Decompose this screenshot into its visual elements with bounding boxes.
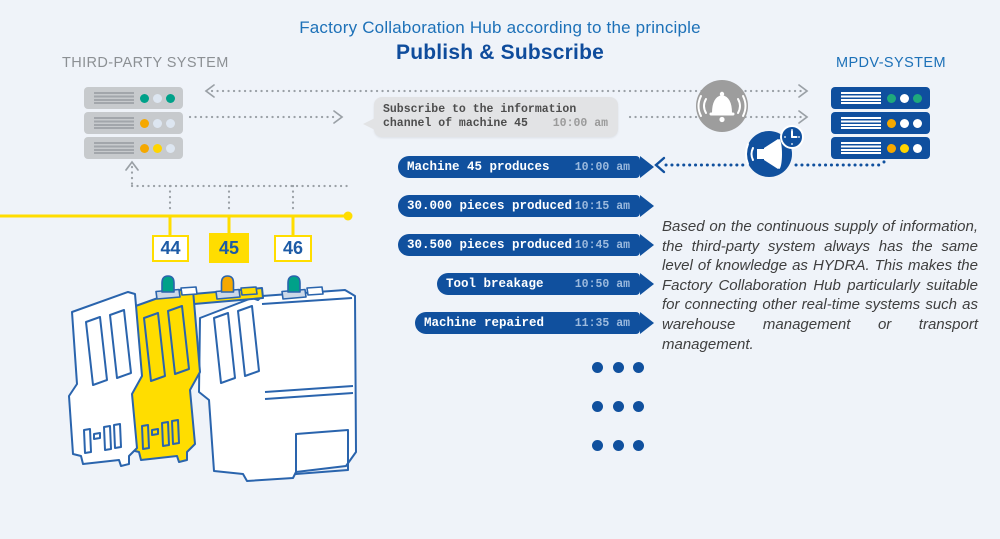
message-text: Machine repaired [424,316,545,330]
machine-44-window [109,309,132,379]
server-status-lights [136,118,175,128]
server-stripes [94,116,134,130]
machine-44-label: 44 [152,235,189,262]
description-text: Based on the continuous supply of inform… [662,218,978,353]
speaker-icon [745,125,804,177]
machine-46-label: 46 [274,235,312,262]
message-text: Tool breakage [446,277,544,291]
dot-row [592,362,654,373]
beacon-light-46 [287,275,301,293]
subscribe-message-bubble: Subscribe to the information channel of … [363,97,618,137]
message-banner: Machine 45 produces 10:00 am [398,156,654,178]
machine-46-door [295,429,349,475]
message-time: 11:35 am [574,316,630,330]
machine-45-window [167,305,190,375]
beacon-tab [180,286,198,296]
machine-46-body [198,289,357,482]
server-stripes [94,91,134,105]
machine-46 [198,289,357,482]
message-banner: 30.500 pieces produced 10:45 am [398,234,654,256]
diagram-title: Factory Collaboration Hub according to t… [0,18,1000,65]
arrow-right-icon [798,110,809,124]
beacon-light-45 [220,275,235,293]
beacon-light-44 [161,275,175,293]
server-row [831,87,930,109]
message-text: 30.000 pieces produced [407,199,573,213]
third-party-server-stack [84,87,183,159]
server-status-lights [883,93,922,103]
message-banner: 30.000 pieces produced 10:15 am [398,195,654,217]
subscribe-time: 10:00 am [552,117,608,130]
machine-45-window [143,312,166,382]
server-row [84,87,183,109]
machine-44-slots [83,423,122,454]
gray-arrowheads [125,84,809,171]
mpdv-system-label: MPDV-SYSTEM [836,55,946,71]
message-banner: Machine repaired 11:35 am [415,312,654,334]
arrow-right-icon [333,110,344,124]
subscribe-line2: channel of machine 45 [383,117,528,130]
arrow-left-icon [204,84,215,98]
server-row [831,137,930,159]
message-time: 10:00 am [574,160,630,174]
server-status-lights [883,143,922,153]
server-status-lights [136,93,175,103]
message-time: 10:50 am [574,277,630,291]
arrow-left-blue-icon [654,156,666,174]
gray-dotted-lines [130,89,803,215]
clock-badge-icon [780,125,804,149]
message-text: 30.500 pieces produced [407,238,573,252]
server-status-lights [136,143,175,153]
machine-46-panel-lines [261,297,354,400]
third-party-system-label: THIRD-PARTY SYSTEM [62,55,229,71]
machine-44-window [85,316,108,386]
server-stripes [841,91,881,105]
server-status-lights [883,118,922,128]
machine-45-slots [141,419,180,450]
arrow-right-icon [798,84,809,98]
server-stripes [94,141,134,155]
bell-icon [696,80,748,132]
machine-44 [68,291,143,467]
machine-network [0,211,353,235]
machine-beacons [155,275,324,300]
message-text: Machine 45 produces [407,160,550,174]
message-banner: Tool breakage 10:50 am [437,273,654,295]
title-line1: Factory Collaboration Hub according to t… [299,18,701,37]
mpdv-server-stack [831,87,930,159]
line-machines-up [130,165,353,215]
subscribe-line1: Subscribe to the information [383,103,577,116]
machines-illustration [68,275,357,482]
message-time: 10:15 am [574,199,630,213]
title-line2: Publish & Subscribe [395,41,604,64]
dot-row [592,401,654,412]
server-row [84,112,183,134]
server-row [831,112,930,134]
beacon-tab [240,286,258,296]
network-endpoint-dot [343,211,353,221]
machine-45-label: 45 [209,233,249,263]
server-row [84,137,183,159]
dot-row [592,440,654,451]
server-stripes [841,116,881,130]
arrow-up-icon [125,160,139,171]
continuation-dots [592,362,654,479]
machine-46-window [237,305,260,377]
beacon-tab [306,286,324,296]
message-time: 10:45 am [574,238,630,252]
server-stripes [841,141,881,155]
machine-46-window [213,312,236,384]
